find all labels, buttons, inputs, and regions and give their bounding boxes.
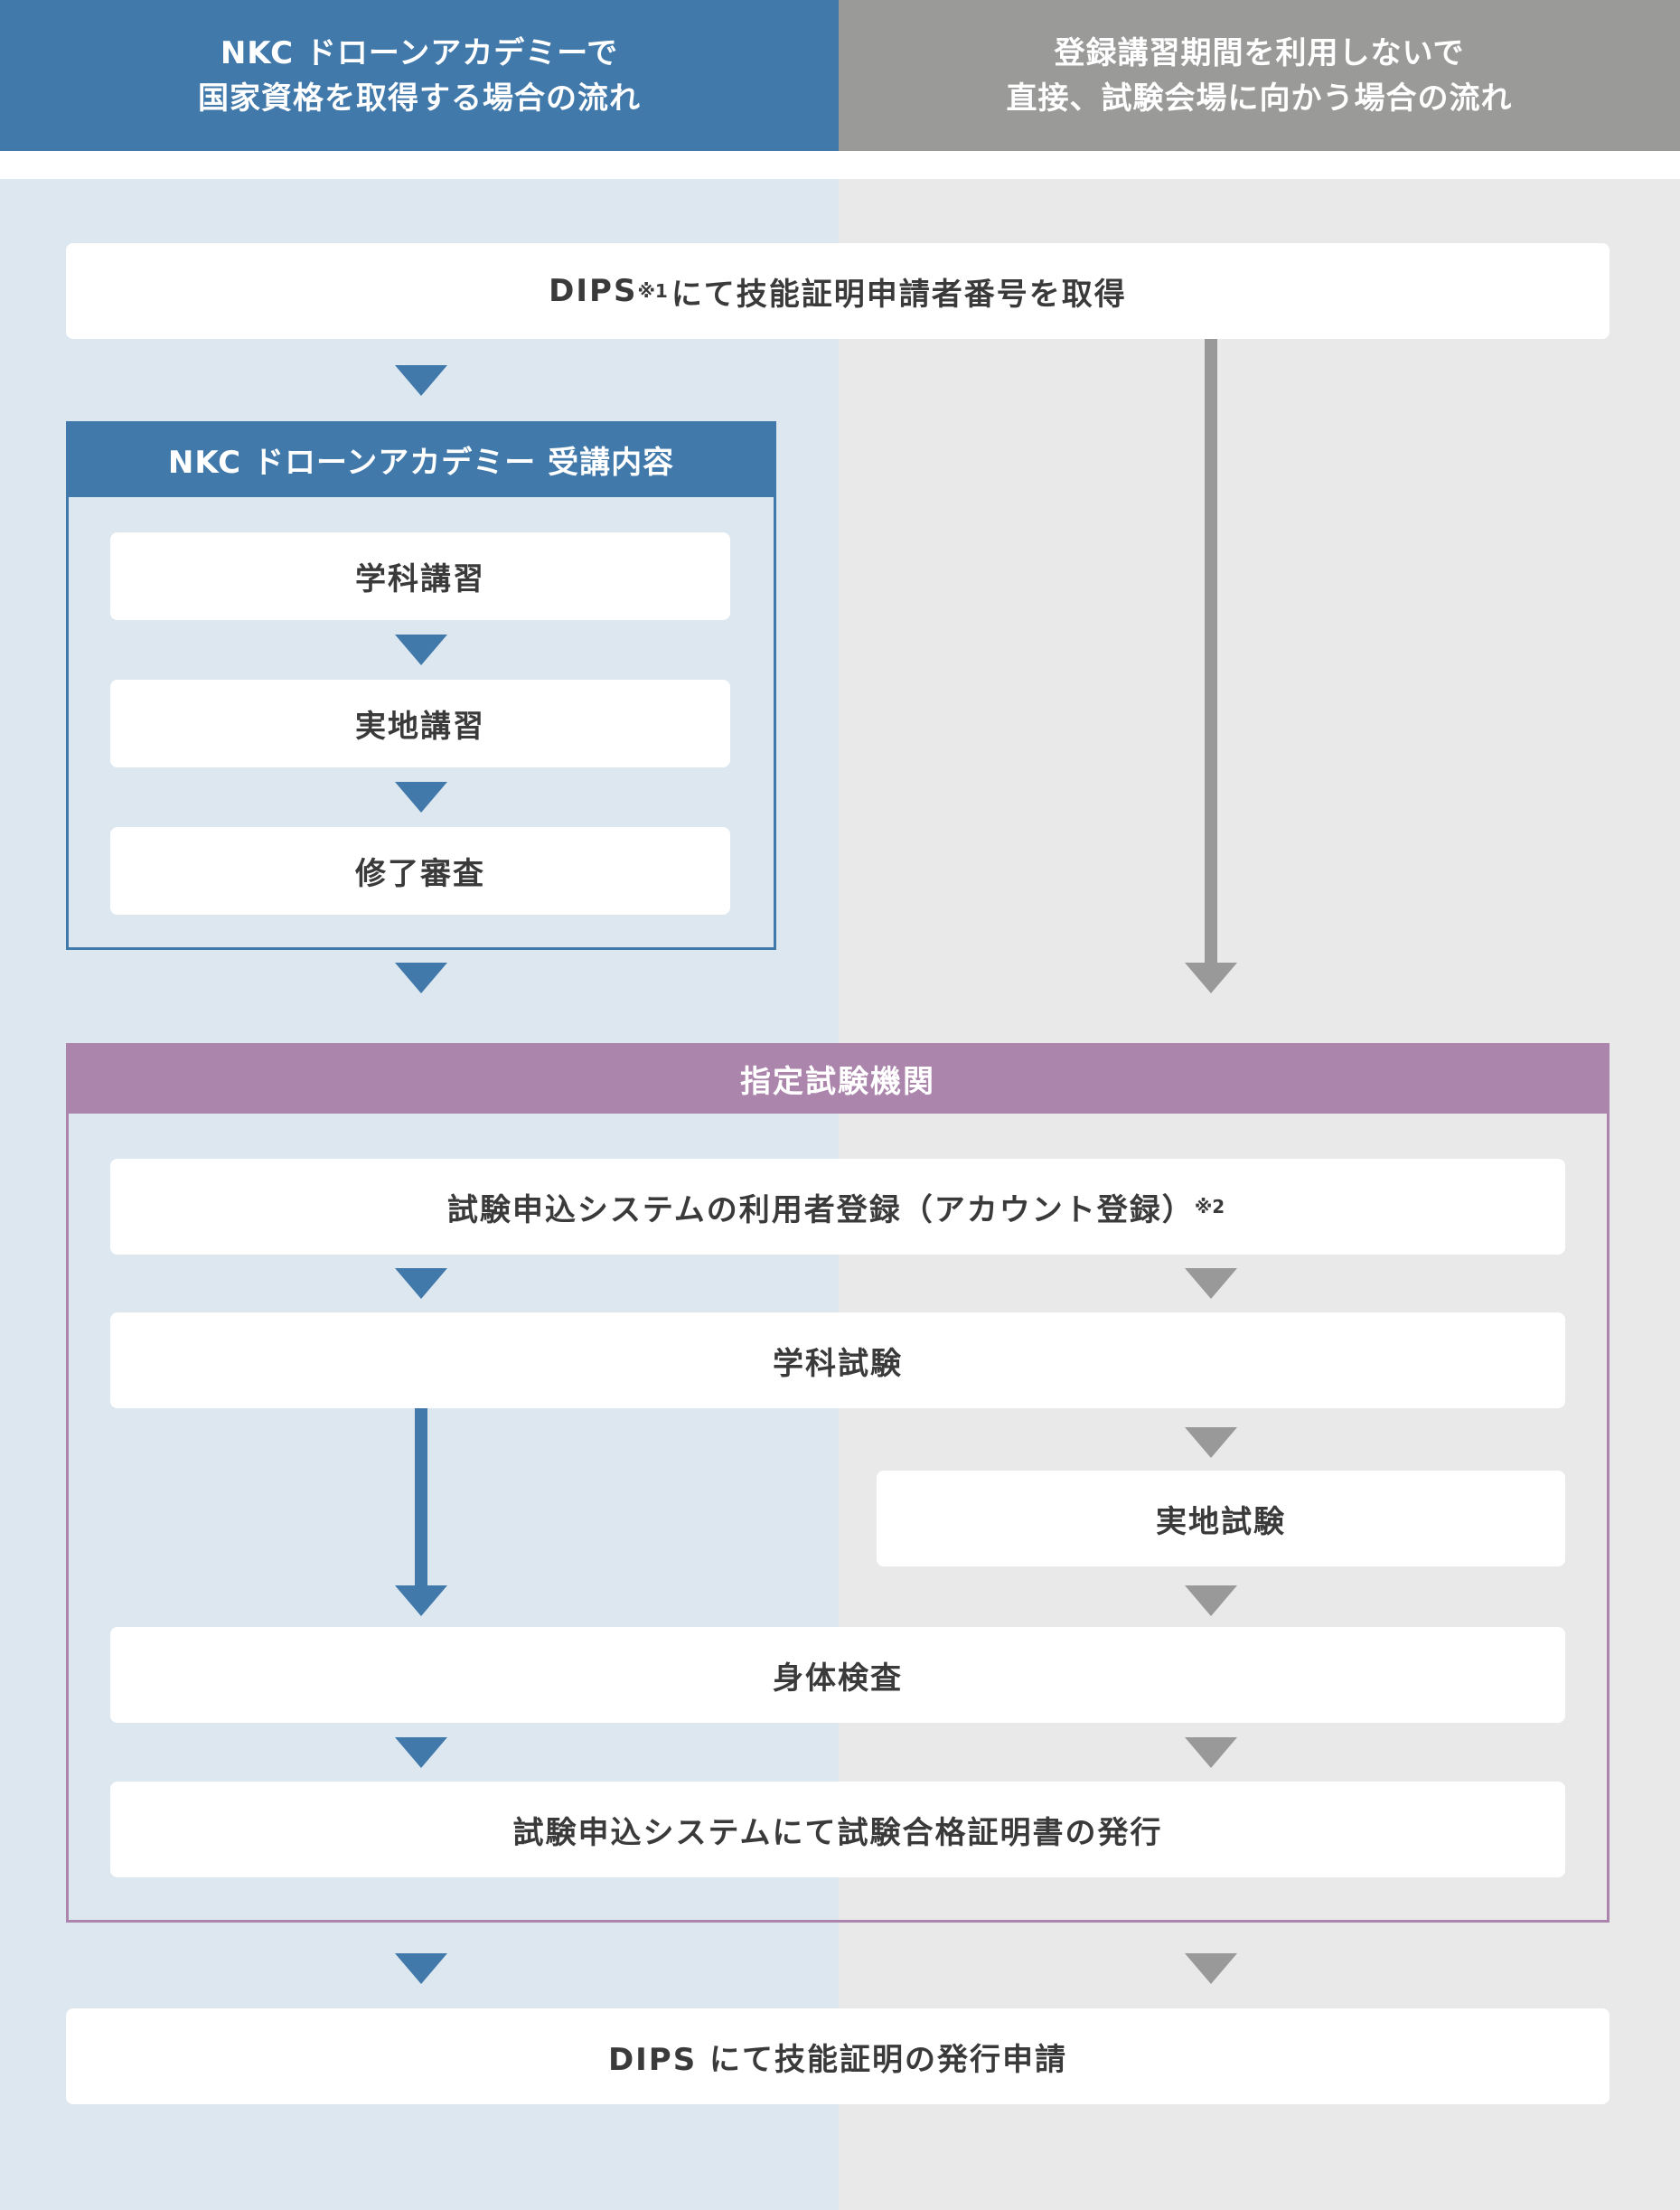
step-practical-exam: 実地試験 [877, 1471, 1565, 1566]
dips-acquire-rest: にて技能証明申請者番号を取得 [671, 276, 1127, 313]
arrow-down-icon [1185, 1737, 1237, 1768]
arrow-down-icon [395, 1268, 447, 1299]
academy-skip-connector [415, 1408, 427, 1591]
arrow-down-icon [395, 635, 447, 665]
arrow-down-icon [395, 365, 447, 396]
step-certificate-issue: 試験申込システムにて試験合格証明書の発行 [110, 1782, 1565, 1877]
footnote-mark-1: ※1 [637, 280, 668, 302]
dips-acquire-label: DIPS [549, 273, 638, 309]
header-right-line1: 登録講習期間を利用しないで [1054, 34, 1465, 71]
step-course-lecture: 学科講習 [110, 532, 730, 620]
arrow-down-icon [395, 963, 447, 993]
header-left-line2: 国家資格を取得する場合の流れ [198, 80, 641, 117]
arrow-down-icon [1185, 1268, 1237, 1299]
header-academy-flow: NKC ドローンアカデミーで 国家資格を取得する場合の流れ [0, 0, 839, 151]
step-physical-exam: 身体検査 [110, 1627, 1565, 1723]
step-exam-registration: 試験申込システムの利用者登録（アカウント登録）※2 [110, 1159, 1565, 1255]
step-course-review: 修了審査 [110, 827, 730, 915]
arrow-down-icon [1185, 963, 1237, 993]
arrow-down-icon [1185, 1427, 1237, 1458]
exam-org-title: 指定試験機関 [66, 1043, 1610, 1114]
step-written-exam: 学科試験 [110, 1312, 1565, 1408]
course-title: NKC ドローンアカデミー 受講内容 [66, 421, 776, 497]
direct-flow-connector [1205, 339, 1217, 963]
arrow-down-icon [1185, 1585, 1237, 1616]
footnote-mark-2: ※2 [1194, 1196, 1225, 1218]
step-course-practical: 実地講習 [110, 680, 730, 767]
step-dips-issue-application: DIPS にて技能証明の発行申請 [66, 2008, 1610, 2104]
header-left-line1: NKC ドローンアカデミーで [220, 34, 619, 71]
exam-registration-label: 試験申込システムの利用者登録（アカウント登録） [446, 1191, 1195, 1228]
arrow-down-icon [395, 1953, 447, 1984]
arrow-down-icon [395, 782, 447, 813]
arrow-down-icon [1185, 1953, 1237, 1984]
header-right-line2: 直接、試験会場に向かう場合の流れ [1006, 80, 1513, 117]
header-direct-flow: 登録講習期間を利用しないで 直接、試験会場に向かう場合の流れ [839, 0, 1680, 151]
arrow-down-icon [395, 1737, 447, 1768]
arrow-down-icon [395, 1585, 447, 1616]
